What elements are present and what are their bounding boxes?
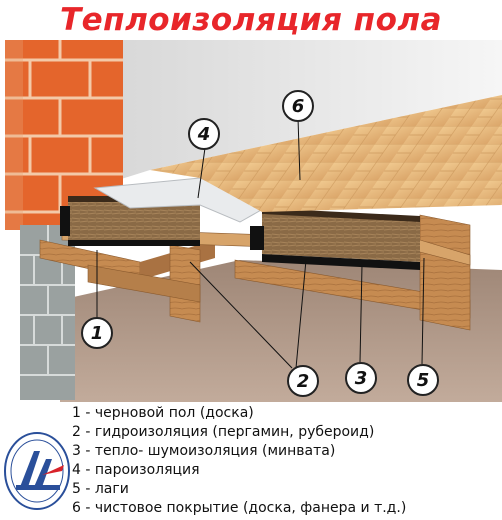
legend-item-5: 5 - лаги	[72, 481, 129, 497]
callout-4: 4	[188, 118, 220, 150]
diagram-title: Теплоизоляция пола	[60, 2, 442, 38]
legend-item-3: 3 - тепло- шумоизоляция (минвата)	[72, 443, 336, 459]
callout-1: 1	[81, 317, 113, 349]
brand-logo	[4, 432, 70, 510]
legend-item-6: 6 - чистовое покрытие (доска, фанера и т…	[72, 500, 407, 516]
floor-insulation-diagram	[5, 40, 502, 402]
legend-item-2: 2 - гидроизоляция (пергамин, рубероид)	[72, 424, 375, 440]
insulation-right	[250, 208, 420, 270]
leader-lines	[96, 117, 425, 369]
joists	[39, 214, 471, 331]
legend-item-1: 1 - черновой пол (доска)	[72, 405, 254, 421]
finish-floor	[150, 95, 502, 212]
legend: 1 - черновой пол (доска) 2 - гидроизоляц…	[72, 404, 492, 518]
callout-5: 5	[407, 364, 439, 396]
callout-2: 2	[287, 365, 319, 397]
callout-3: 3	[345, 362, 377, 394]
legend-item-4: 4 - пароизоляция	[72, 462, 200, 478]
callout-6: 6	[282, 90, 314, 122]
